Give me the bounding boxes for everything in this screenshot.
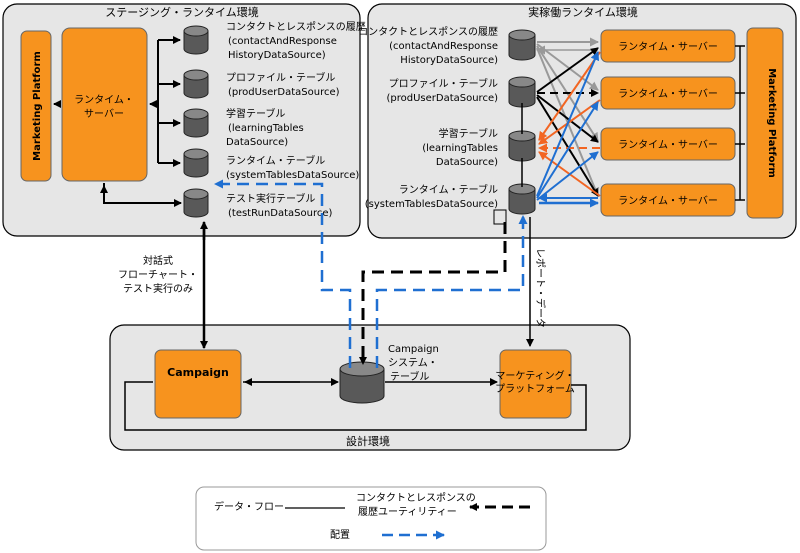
campaign-box: [154, 349, 242, 419]
staging-runtime-server-box: [61, 27, 148, 182]
staging-db-cylinder-4: [183, 148, 209, 178]
staging-marketing-platform-box: [20, 30, 52, 182]
production-title: 実稼働ランタイム環境: [528, 5, 638, 19]
legend-data-flow-label: データ・フロー: [214, 500, 284, 513]
prod-runtime-server-label-3: ランタイム・サーバー: [618, 139, 718, 151]
staging-db-cylinder-5: [183, 188, 209, 218]
prod-ds1-l3: HistoryDataSource): [400, 55, 498, 66]
design-mp-label-1: マーケティング・: [495, 369, 574, 382]
campaign-label: Campaign: [167, 366, 229, 379]
staging-ds5-l2: (testRunDataSource): [228, 208, 333, 219]
prod-ds2-l2: (prodUserDataSource): [386, 93, 498, 104]
prod-ds3-l2: (learningTables: [422, 143, 498, 154]
staging-marketing-platform-label: Marketing Platform: [32, 51, 43, 161]
design-title: 設計環境: [346, 434, 390, 448]
interactive-note-l2: フローチャート・: [118, 269, 198, 281]
legend-deploy-label: 配置: [330, 529, 350, 541]
design-mp-label-2: プラットフォーム: [495, 383, 575, 395]
staging-ds5-l1: テスト実行テーブル: [226, 192, 315, 205]
prod-runtime-server-label-2: ランタイム・サーバー: [618, 88, 718, 100]
staging-ds4-l1: ランタイム・テーブル: [226, 154, 325, 167]
report-data-label: レポート・データ: [534, 248, 547, 328]
prod-db-cylinder-1: [508, 29, 536, 61]
staging-ds1-l1: コンタクトとレスポンスの履歴: [226, 21, 366, 33]
staging-ds2-l1: プロファイル・テーブル: [226, 71, 335, 84]
system-tables-l3: テーブル: [390, 370, 429, 383]
prod-db-cylinder-4: [508, 183, 536, 215]
staging-db-cylinder-2: [183, 69, 209, 99]
staging-ds3-l2: (learningTables: [228, 123, 304, 134]
prod-ds1-l2: (contactAndResponse: [389, 41, 498, 52]
interactive-note-l3: テスト実行のみ: [123, 282, 193, 295]
prod-ds1-l1: コンタクトとレスポンスの履歴: [358, 26, 498, 38]
design-marketing-platform-box: [499, 349, 572, 419]
cross-connectors: [124, 179, 587, 431]
legend-box: [195, 486, 547, 551]
design-db-cylinder: [339, 361, 385, 404]
staging-ds1-l2: (contactAndResponse: [228, 36, 337, 47]
staging-ds3-l1: 学習テーブル: [226, 107, 285, 120]
system-tables-l1: Campaign: [388, 344, 439, 355]
prod-runtime-server-label-1: ランタイム・サーバー: [618, 41, 718, 53]
prod-marketing-platform-box: [746, 27, 784, 219]
legend-utility-l2: 履歴ユーティリティー: [358, 506, 457, 518]
prod-runtime-server-label-4: ランタイム・サーバー: [618, 195, 718, 207]
staging-ds3-l3: DataSource): [226, 137, 288, 148]
staging-db-cylinder-3: [183, 108, 209, 138]
production-connectors: [493, 37, 745, 225]
staging-ds1-l3: HistoryDataSource): [228, 50, 326, 61]
prod-ds3-l1: 学習テーブル: [439, 127, 498, 140]
system-tables-l2: システム・: [388, 357, 438, 369]
prod-ds3-l3: DataSource): [436, 157, 498, 168]
staging-runtime-server-label-1: ランタイム・: [74, 94, 134, 106]
legend-utility-l1: コンタクトとレスポンスの: [356, 492, 476, 504]
prod-ds4-l1: ランタイム・テーブル: [399, 183, 498, 196]
prod-ds2-l1: プロファイル・テーブル: [389, 77, 498, 90]
staging-ds4-l2: (systemTablesDataSource): [226, 170, 359, 181]
prod-db-cylinder-2: [508, 76, 536, 108]
staging-runtime-server-label-2: サーバー: [84, 108, 124, 120]
staging-ds2-l2: (prodUserDataSource): [228, 87, 340, 98]
prod-ds4-l2: (systemTablesDataSource): [365, 199, 498, 210]
staging-connectors: [53, 36, 182, 207]
prod-marketing-platform-label: Marketing Platform: [766, 68, 777, 178]
prod-db-cylinder-3: [508, 130, 536, 162]
interactive-note-l1: 対話式: [143, 254, 173, 267]
staging-db-cylinder-1: [183, 25, 209, 55]
staging-title: ステージング・ランタイム環境: [105, 5, 259, 19]
